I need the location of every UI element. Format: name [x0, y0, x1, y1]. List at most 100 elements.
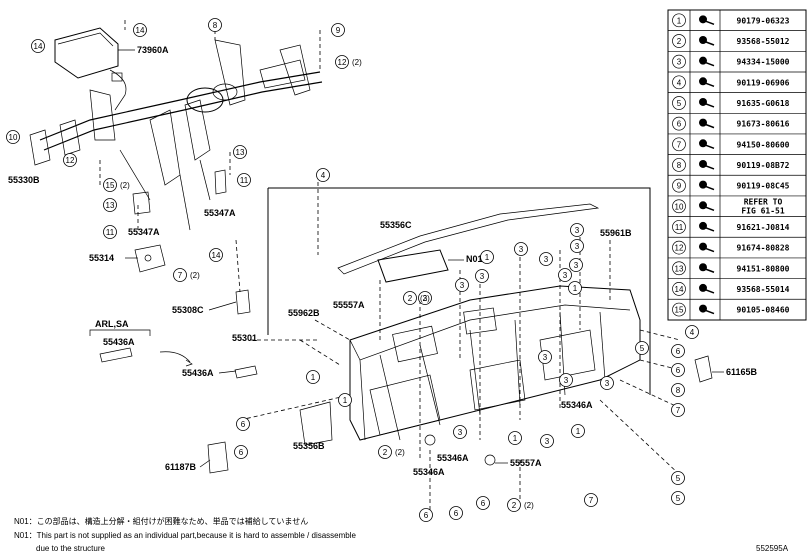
callout-c3k: 3 [559, 373, 573, 387]
callout-number: 1 [513, 434, 518, 443]
callout-c3g: 3 [570, 239, 584, 253]
fastener-icon [699, 242, 715, 253]
callout-number: 7 [589, 496, 594, 505]
callout-number: 13 [106, 201, 115, 210]
label-55557A-upper: 55557A [333, 300, 365, 310]
callout-number: 1 [485, 253, 490, 262]
part-number: 90105-08460 [737, 306, 790, 315]
fastener-icon [699, 56, 715, 67]
callout-c11a: 11 [237, 173, 251, 187]
fastener-icon [699, 118, 715, 129]
callout-number: 6 [676, 347, 681, 356]
fastener-icon [699, 139, 715, 149]
part-number: 91673-80616 [737, 120, 790, 129]
label-55346A-low: 55346A [413, 467, 445, 477]
callout-c13a: 13 [233, 145, 247, 159]
ref-circle [672, 116, 686, 131]
fastener-icon [699, 304, 715, 315]
callout-number: 1 [311, 373, 316, 382]
callout-c3i: 3 [558, 268, 572, 282]
callout-number: 3 [423, 294, 428, 303]
callout-number: 14 [136, 26, 145, 35]
label-55557A-lower: 55557A [510, 458, 542, 468]
callout-c3c: 3 [455, 278, 469, 292]
label-55308C: 55308C [172, 305, 204, 315]
fastener-icon [699, 180, 715, 191]
figure-code: 552595A [756, 544, 789, 553]
callout-c15: 15 (2) [103, 178, 130, 192]
ref-number: 7 [677, 140, 682, 149]
table-row: 6 91673-80616 [672, 116, 790, 131]
label-55356B: 55356B [293, 441, 325, 451]
ref-circle [672, 220, 686, 234]
callout-number: 7 [178, 271, 183, 280]
callout-c14a: 14 [31, 39, 45, 53]
part-number: 91674-80828 [737, 244, 790, 253]
callout-number: 15 [106, 181, 115, 190]
callout-number: 10 [9, 133, 18, 142]
callout-c3j: 3 [538, 350, 552, 364]
callout-c3d: 3 [514, 242, 528, 256]
callout-number: 8 [676, 386, 681, 395]
callout-c3l: 3 [600, 376, 614, 390]
callout-c1e: 1 [571, 424, 585, 438]
callout-number: 3 [460, 281, 465, 290]
label-55301: 55301 [232, 333, 257, 343]
callout-number: 2 [383, 448, 388, 457]
callout-c3m: 3 [540, 434, 554, 448]
ref-circle [672, 137, 686, 152]
callout-number: 14 [34, 42, 43, 51]
label-61165B: 61165B [726, 367, 758, 377]
ref-circle [672, 75, 686, 90]
callout-number: 3 [519, 245, 524, 254]
fastener-icon [699, 221, 715, 232]
fastener-icon [699, 283, 715, 294]
label-55961B: 55961B [600, 228, 632, 238]
panel-frame [268, 187, 651, 395]
callout-c6e: 6 [419, 508, 433, 522]
part-number: 94334-15000 [737, 58, 790, 67]
callout-number: 13 [236, 148, 245, 157]
ref-circle [672, 261, 686, 276]
ref-number: 6 [677, 120, 682, 129]
part-number: 91635-G0618 [737, 99, 790, 108]
ref-number: 8 [677, 161, 682, 170]
callout-number: 3 [543, 353, 548, 362]
table-row: 15 90105-08460 [672, 302, 790, 317]
callout-number: 5 [640, 344, 645, 353]
callout-c6b: 6 [671, 363, 685, 377]
callout-c6f: 6 [449, 506, 463, 520]
callout-c4a: 4 [316, 168, 330, 182]
option-label: ARL,SA [95, 319, 129, 329]
part-55436A-duct [99, 347, 258, 379]
label-55314: 55314 [89, 253, 114, 263]
part-number: 90119-08C45 [737, 182, 790, 191]
ref-number: 10 [675, 202, 684, 211]
callout-quantity: (2) [120, 181, 130, 190]
callout-c4b: 4 [685, 325, 699, 339]
callout-quantity: (2) [352, 58, 362, 67]
callout-number: 3 [480, 272, 485, 281]
callout-number: 2 [512, 501, 517, 510]
ref-circle [672, 158, 686, 172]
label-55347A-upper: 55347A [204, 208, 236, 218]
callout-quantity: (2) [395, 448, 405, 457]
callout-number: 6 [676, 366, 681, 375]
fastener-icon [699, 77, 715, 88]
ref-circle [672, 54, 686, 69]
instrument-panel-55301 [337, 203, 641, 466]
ref-circle [672, 282, 686, 296]
callout-c7a: 7(2) [173, 268, 200, 282]
fastener-icon [699, 159, 715, 170]
label-55346A-right: 55346A [561, 400, 593, 410]
part-number: 94151-80800 [737, 264, 790, 273]
callout-c5c: 5 [671, 491, 685, 505]
ref-number: 15 [675, 306, 684, 315]
bracket-55308C [235, 289, 251, 315]
part-61165B [694, 355, 713, 383]
